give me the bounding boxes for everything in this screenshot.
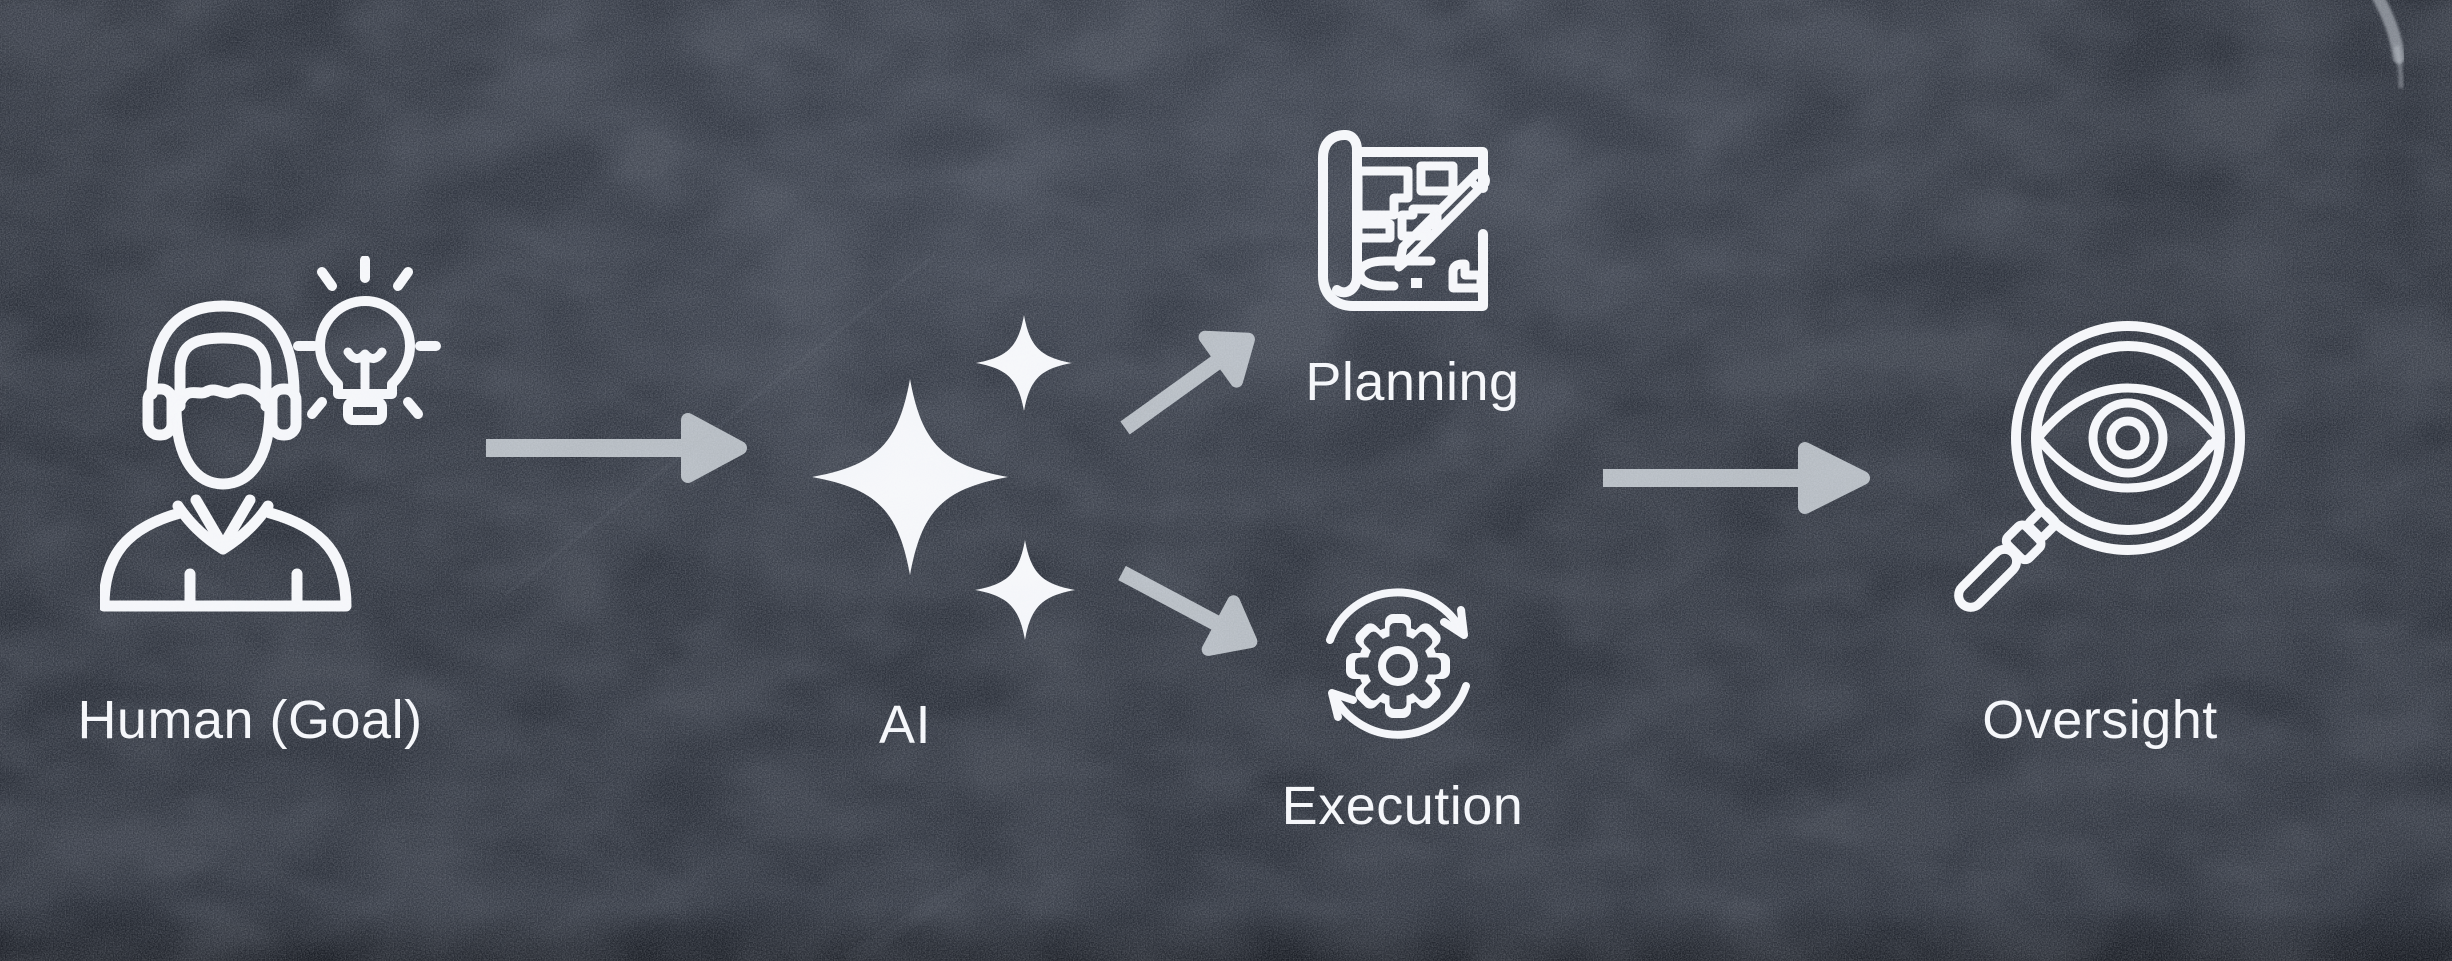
blueprint-pencil-icon xyxy=(1318,130,1490,311)
node-label-ai: AI xyxy=(878,695,932,755)
person-idea-icon xyxy=(98,255,441,612)
magnifier-eye-icon xyxy=(1954,321,2245,612)
arrow-ai-to-execution xyxy=(1118,565,1258,656)
node-human: Human (Goal) xyxy=(77,255,445,750)
node-label-execution: Execution xyxy=(1281,776,1524,836)
node-execution: Execution xyxy=(1282,582,1523,836)
corner-scratch-mark xyxy=(2372,0,2405,89)
node-ai: AI xyxy=(795,290,1095,755)
node-planning: Planning xyxy=(1305,130,1519,412)
node-label-human: Human (Goal) xyxy=(77,690,423,750)
arrow-ai-to-planning xyxy=(1120,330,1255,435)
arrow-to-oversight xyxy=(1603,442,1870,514)
gear-sync-icon xyxy=(1326,588,1470,739)
node-oversight: Oversight xyxy=(1940,298,2260,750)
chalk-streak xyxy=(848,872,985,961)
node-label-planning: Planning xyxy=(1305,352,1520,412)
arrow-human-to-ai xyxy=(486,413,747,483)
node-label-oversight: Oversight xyxy=(1982,690,2218,750)
sparkles-icon xyxy=(812,315,1075,640)
